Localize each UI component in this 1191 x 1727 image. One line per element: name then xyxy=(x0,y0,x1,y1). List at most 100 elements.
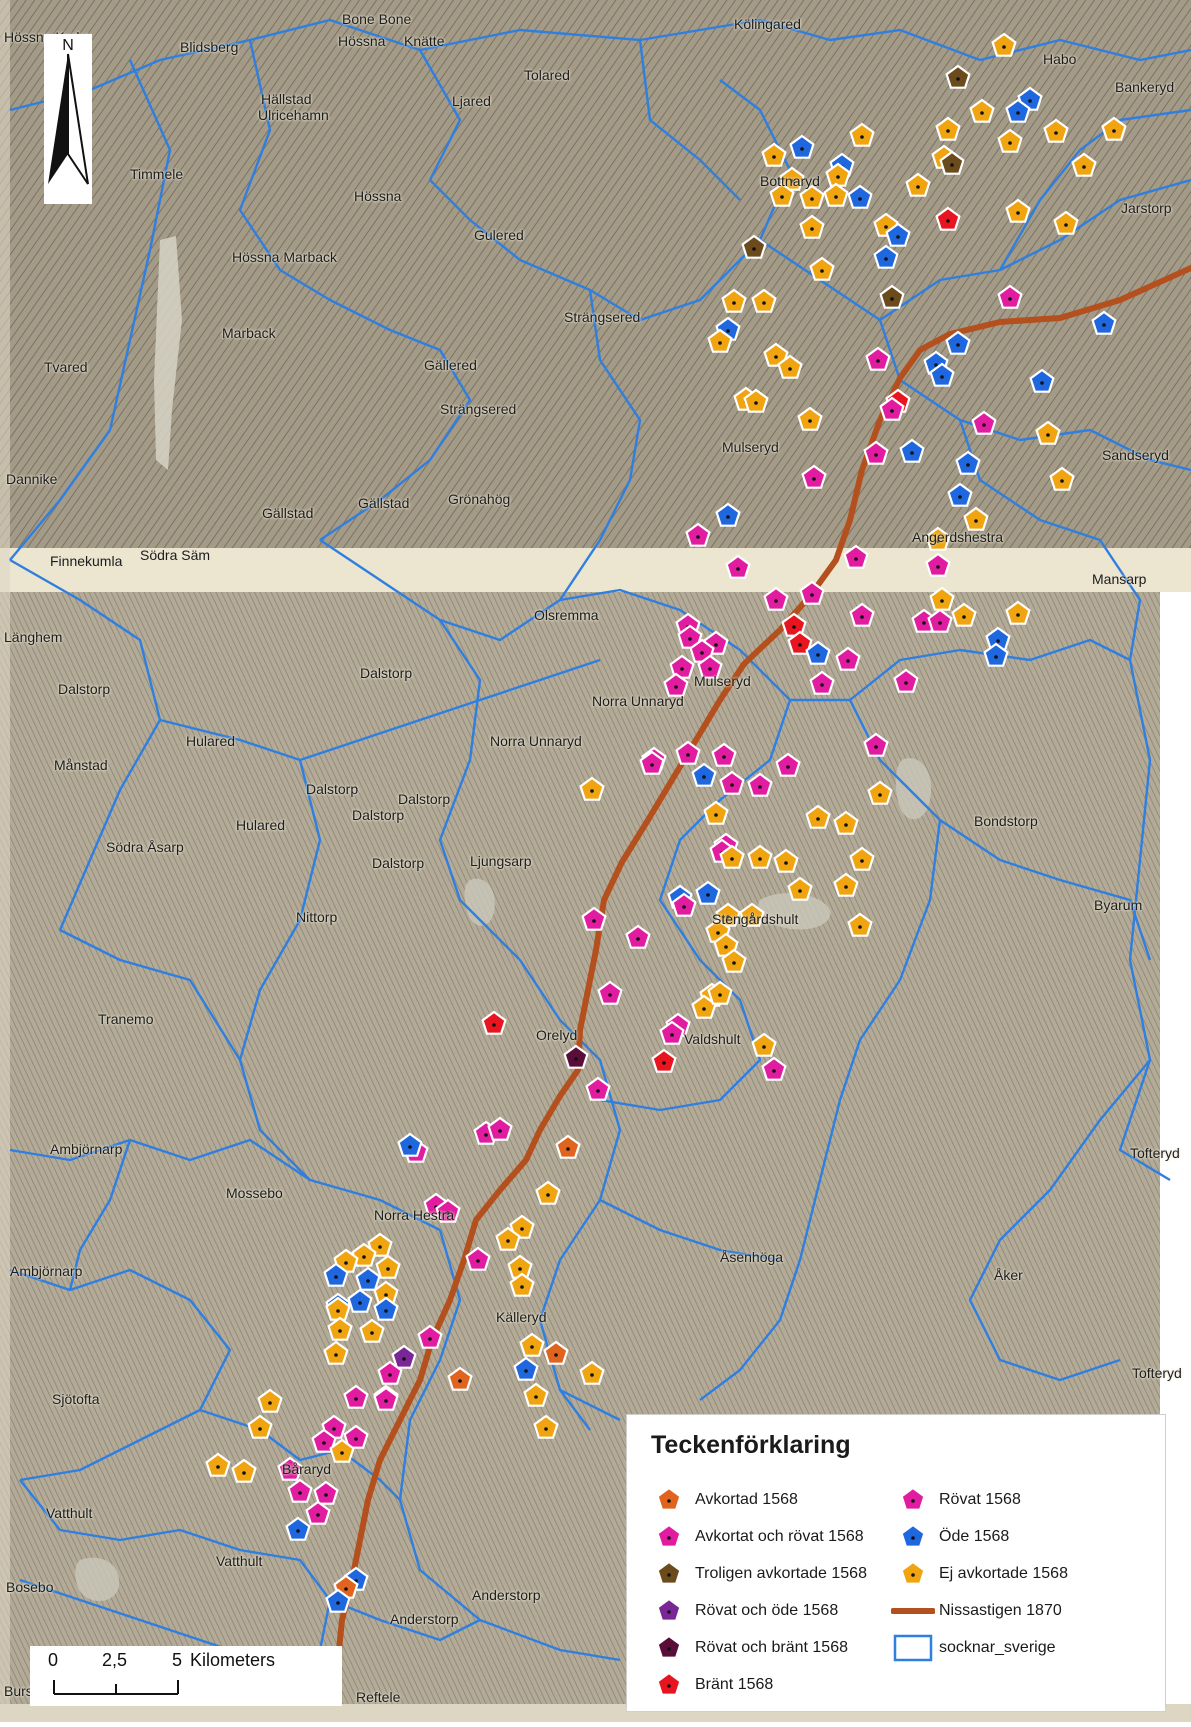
place-label: Reftele xyxy=(356,1689,401,1705)
legend-marker-rovat_brant xyxy=(656,1634,682,1659)
site-marker-ej xyxy=(823,182,849,207)
legend-label: Avkortad 1568 xyxy=(695,1491,798,1508)
site-marker-ode xyxy=(983,642,1009,667)
place-label: Vatthult xyxy=(46,1505,93,1521)
scale-tick-0: 0 xyxy=(48,1650,59,1670)
legend-label: socknar_sverige xyxy=(939,1639,1056,1656)
site-marker-ej xyxy=(247,1414,273,1439)
legend-title: Teckenförklaring xyxy=(651,1431,851,1459)
site-marker-ej xyxy=(1071,152,1097,177)
place-label: Sandseryd xyxy=(1102,447,1169,463)
site-marker-ej xyxy=(991,32,1017,57)
legend-marker-avkortad xyxy=(656,1486,682,1511)
legend-label: Nissastigen 1870 xyxy=(939,1602,1062,1619)
site-marker-brant xyxy=(787,630,813,655)
site-marker-ej xyxy=(833,810,859,835)
legend-item-parish: socknar_sverige xyxy=(891,1633,1056,1663)
site-marker-ode xyxy=(695,880,721,905)
site-marker-ode xyxy=(1005,98,1031,123)
site-marker-avkortat_rovat xyxy=(465,1246,491,1271)
legend-item-ej: Ej avkortade 1568 xyxy=(891,1559,1068,1589)
place-label: Hulared xyxy=(236,817,286,833)
site-marker-avkortat_rovat xyxy=(865,346,891,371)
place-label: Hössna xyxy=(338,33,386,49)
site-marker-avkortat_rovat xyxy=(763,586,789,611)
site-marker-ode xyxy=(397,1132,423,1157)
place-label: Tofteryd xyxy=(1130,1145,1180,1161)
legend-label: Avkortat och rövat 1568 xyxy=(695,1528,864,1545)
site-marker-ej xyxy=(519,1332,545,1357)
site-marker-avkortat_rovat xyxy=(663,672,689,697)
site-marker-ej xyxy=(231,1458,257,1483)
site-marker-avkortat_rovat xyxy=(417,1324,443,1349)
place-label: Byarum xyxy=(1094,897,1143,913)
site-marker-avkortat_rovat xyxy=(775,752,801,777)
site-marker-ej xyxy=(257,1388,283,1413)
sheet-gap-left xyxy=(0,0,10,1722)
site-marker-avkortat_rovat xyxy=(879,396,905,421)
place-label: Båraryd xyxy=(282,1461,332,1477)
legend-item-rovat_ode: Rövat och öde 1568 xyxy=(647,1596,838,1626)
site-marker-troligen xyxy=(945,64,971,89)
site-marker-ej xyxy=(847,912,873,937)
site-marker-ej xyxy=(905,172,931,197)
scale-unit: Kilometers xyxy=(190,1650,276,1670)
site-marker-ode xyxy=(805,640,831,665)
site-marker-ej xyxy=(533,1414,559,1439)
site-marker-ej xyxy=(375,1254,401,1279)
site-marker-avkortat_rovat xyxy=(311,1428,337,1453)
legend-symbol-troligen xyxy=(647,1559,691,1589)
place-label: Marback xyxy=(222,325,276,341)
place-label: Gulered xyxy=(474,227,524,243)
site-marker-ej xyxy=(509,1214,535,1239)
place-label: Ambjörnarp xyxy=(50,1141,123,1157)
place-label: Norra Unnaryd xyxy=(490,733,582,749)
place-label: Södra Åsarp xyxy=(106,839,184,855)
legend-label: Rövat och öde 1568 xyxy=(695,1602,839,1619)
place-label: Åker xyxy=(994,1267,1023,1283)
site-marker-avkortat_rovat xyxy=(927,608,953,633)
site-marker-ej xyxy=(1049,466,1075,491)
site-marker-ej xyxy=(359,1318,385,1343)
legend-item-ode: Öde 1568 xyxy=(891,1522,1009,1552)
site-marker-avkortat_rovat xyxy=(277,1456,303,1481)
legend-label: Bränt 1568 xyxy=(695,1676,774,1693)
site-marker-ej xyxy=(579,1360,605,1385)
site-marker-ej xyxy=(743,388,769,413)
site-marker-ej xyxy=(495,1226,521,1251)
site-marker-brant xyxy=(481,1010,507,1035)
site-marker-avkortat_rovat xyxy=(761,1056,787,1081)
place-label: Sjötofta xyxy=(52,1391,100,1407)
place-label: Mulseryd xyxy=(722,439,779,455)
site-marker-ode xyxy=(347,1288,373,1313)
legend-symbol-rovat_ode xyxy=(647,1596,691,1626)
site-marker-rovat_ode xyxy=(391,1344,417,1369)
site-marker-ej xyxy=(867,780,893,805)
site-marker-ej xyxy=(929,586,955,611)
place-label: Södra Säm xyxy=(140,547,211,563)
site-marker-brant xyxy=(651,1048,677,1073)
site-marker-ej xyxy=(703,800,729,825)
site-marker-ej xyxy=(1035,420,1061,445)
legend-symbol-parish xyxy=(891,1633,935,1663)
site-marker-avkortat_rovat xyxy=(849,602,875,627)
place-label: Bosebo xyxy=(6,1579,54,1595)
site-marker-ej xyxy=(715,902,741,927)
lake-ljungsarp xyxy=(464,878,495,926)
legend-item-brant: Bränt 1568 xyxy=(647,1670,773,1700)
site-marker-ode xyxy=(715,502,741,527)
place-label: Finnekumla xyxy=(50,553,123,569)
site-marker-avkortat_rovat xyxy=(343,1384,369,1409)
site-marker-ej xyxy=(797,406,823,431)
site-marker-ej xyxy=(747,844,773,869)
legend-symbol-road xyxy=(891,1596,935,1626)
site-marker-avkortat_rovat xyxy=(925,552,951,577)
site-marker-avkortat_rovat xyxy=(809,670,835,695)
legend-marker-troligen xyxy=(656,1560,682,1585)
site-marker-avkortat_rovat xyxy=(305,1500,331,1525)
site-marker-avkortat_rovat xyxy=(711,742,737,767)
site-marker-ej xyxy=(763,342,789,367)
lake-vatthult xyxy=(75,1557,120,1602)
place-label: Olsremma xyxy=(534,607,599,623)
